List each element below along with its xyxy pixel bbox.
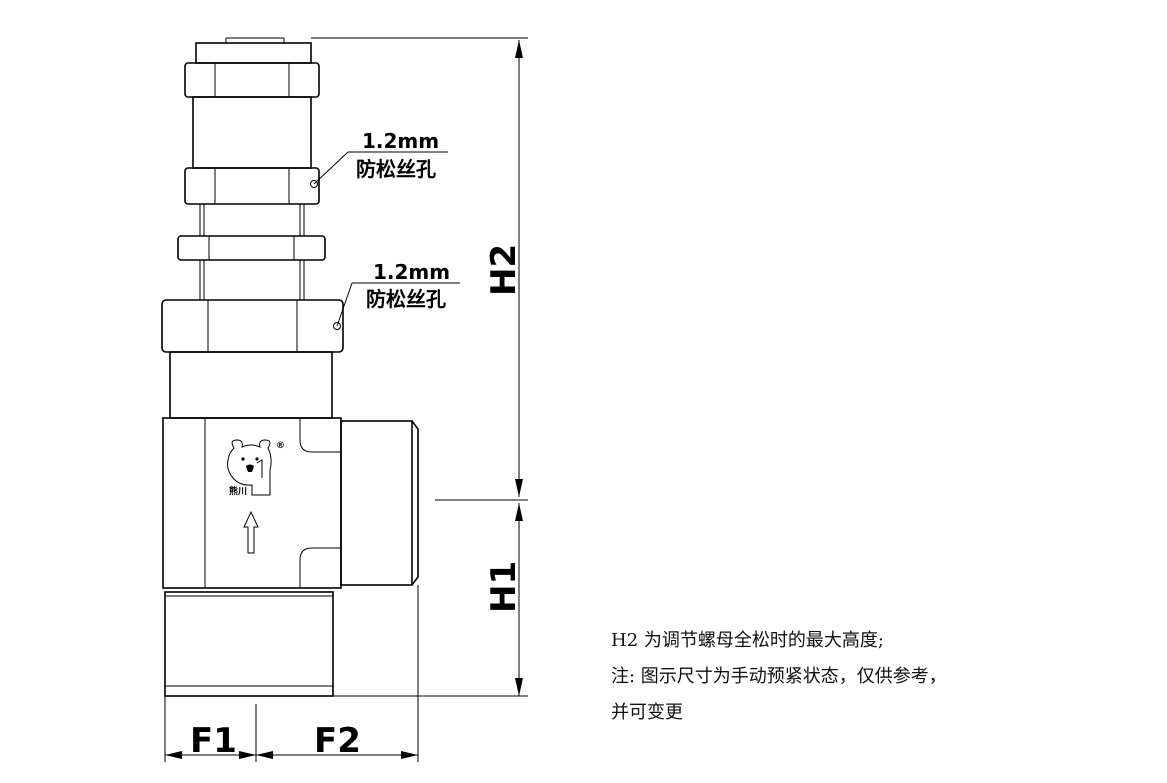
registered-mark: ® bbox=[276, 441, 285, 451]
callout-lower-size: 1.2mm bbox=[373, 260, 450, 284]
h1-label: H1 bbox=[484, 561, 524, 613]
top-cap bbox=[195, 37, 312, 64]
upper-lock-nut bbox=[184, 167, 320, 205]
main-block bbox=[162, 417, 342, 589]
flow-arrow bbox=[243, 510, 259, 554]
callout-upper-size: 1.2mm bbox=[362, 129, 439, 153]
neck bbox=[169, 351, 333, 419]
middle-hex-nut bbox=[177, 235, 326, 261]
large-adjusting-nut bbox=[161, 299, 344, 353]
note-line-3: 并可变更 bbox=[611, 702, 683, 723]
brand-name: 熊川 bbox=[229, 485, 247, 497]
callout-lower-text: 防松丝孔 bbox=[366, 287, 446, 311]
f-dimensions: F1 F2 bbox=[164, 585, 419, 762]
f2-label: F2 bbox=[314, 721, 361, 761]
upper-body bbox=[192, 96, 312, 169]
h2-label: H2 bbox=[484, 244, 524, 296]
note-line-1: H2 为调节螺母全松时的最大高度; bbox=[611, 630, 884, 651]
brand-logo: 熊川 ® bbox=[227, 439, 285, 497]
threaded-rod-lower bbox=[199, 260, 305, 300]
side-outlet bbox=[340, 420, 419, 586]
top-hex-nut bbox=[184, 62, 320, 98]
callout-upper-text: 防松丝孔 bbox=[356, 157, 436, 181]
note-line-2: 注: 图示尺寸为手动预紧状态，仅供参考， bbox=[611, 666, 947, 687]
notes-block: H2 为调节螺母全松时的最大高度; 注: 图示尺寸为手动预紧状态，仅供参考， 并… bbox=[611, 623, 947, 731]
bottom-thread bbox=[164, 591, 334, 697]
f1-label: F1 bbox=[190, 721, 237, 761]
anti-loose-hole-lower bbox=[333, 322, 341, 330]
threaded-rod-upper bbox=[199, 204, 305, 236]
callout-upper: 1.2mm 防松丝孔 bbox=[313, 129, 448, 185]
callout-lower: 1.2mm 防松丝孔 bbox=[336, 260, 460, 327]
anti-loose-hole-upper bbox=[310, 180, 318, 188]
h1-dimension: H1 bbox=[333, 499, 528, 697]
h2-dimension: H2 bbox=[311, 37, 528, 497]
